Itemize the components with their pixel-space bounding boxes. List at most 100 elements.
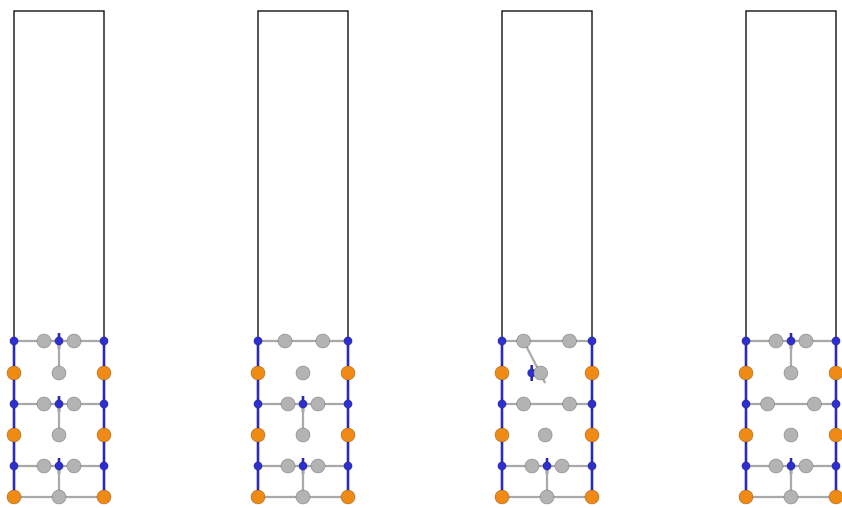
gray-atom <box>562 396 577 412</box>
bonds <box>744 333 838 499</box>
atoms <box>250 333 356 505</box>
blue-atom <box>253 461 263 471</box>
blue-atom <box>831 461 841 471</box>
gray-atom <box>768 458 784 474</box>
blue-atom <box>54 399 64 409</box>
orange-atom <box>584 365 600 381</box>
gray-atom <box>539 489 555 505</box>
slab-panel-4 <box>738 10 842 505</box>
orange-atom <box>250 427 266 443</box>
orange-atom <box>340 427 356 443</box>
blue-atom <box>9 399 19 409</box>
atoms <box>494 333 600 505</box>
gray-atom <box>295 489 311 505</box>
gray-atom <box>310 458 326 474</box>
atoms <box>6 333 112 505</box>
gray-atom <box>280 458 296 474</box>
blue-atom <box>99 336 109 346</box>
gray-atom <box>537 427 553 443</box>
orange-atom <box>250 365 266 381</box>
blue-atom <box>298 399 308 409</box>
gray-atom <box>798 458 814 474</box>
orange-atom <box>584 489 600 505</box>
blue-atom <box>99 399 109 409</box>
blue-atom <box>587 461 597 471</box>
gray-atom <box>66 458 82 474</box>
gray-atom <box>51 427 67 443</box>
gray-atom <box>554 458 570 474</box>
orange-atom <box>340 489 356 505</box>
orange-atom <box>6 427 22 443</box>
blue-atom <box>9 461 19 471</box>
gray-atom <box>524 458 540 474</box>
gray-atom <box>66 333 82 349</box>
orange-atom <box>584 427 600 443</box>
gray-atom <box>807 396 822 412</box>
orange-atom <box>6 489 22 505</box>
gray-atom <box>760 396 775 412</box>
unit-cell-outline <box>501 10 593 498</box>
unit-cell-outline <box>745 10 837 498</box>
orange-atom <box>6 365 22 381</box>
blue-atom <box>497 336 507 346</box>
gray-atom <box>36 333 52 349</box>
gray-atom <box>516 396 531 412</box>
orange-atom <box>250 489 266 505</box>
gray-atom <box>783 365 799 381</box>
gray-atom <box>315 333 331 349</box>
gray-atom <box>295 365 311 381</box>
bonds <box>500 339 594 499</box>
gray-atom <box>51 489 67 505</box>
blue-atom <box>786 336 796 346</box>
blue-atom <box>831 399 841 409</box>
gray-atom <box>768 333 784 349</box>
orange-atom <box>828 427 842 443</box>
bonds <box>12 333 106 499</box>
blue-atom <box>741 336 751 346</box>
orange-atom <box>96 365 112 381</box>
bonds <box>256 339 350 499</box>
blue-atom <box>587 336 597 346</box>
blue-atom <box>497 399 507 409</box>
blue-atom <box>343 461 353 471</box>
gray-atom <box>562 333 577 349</box>
orange-atom <box>96 427 112 443</box>
blue-atom <box>786 461 796 471</box>
gray-atom <box>277 333 293 349</box>
blue-atom <box>253 399 263 409</box>
orange-atom <box>494 427 510 443</box>
blue-atom <box>741 461 751 471</box>
gray-atom <box>310 396 326 412</box>
blue-atom <box>9 336 19 346</box>
orange-atom <box>494 365 510 381</box>
orange-atom <box>828 489 842 505</box>
gray-atom <box>36 458 52 474</box>
gray-atom <box>783 427 799 443</box>
gray-atom <box>798 333 814 349</box>
orange-atom <box>738 489 754 505</box>
slab-panel-1 <box>6 10 112 505</box>
gray-atom <box>51 365 67 381</box>
blue-atom <box>587 399 597 409</box>
blue-atom <box>831 336 841 346</box>
blue-atom <box>542 461 552 471</box>
slab-panel-2 <box>250 10 356 505</box>
blue-atom <box>54 336 64 346</box>
gray-atom <box>783 489 799 505</box>
orange-atom <box>828 365 842 381</box>
gray-atom <box>66 396 82 412</box>
orange-atom <box>340 365 356 381</box>
blue-atom <box>253 336 263 346</box>
gray-atom <box>533 365 549 381</box>
blue-atom <box>741 399 751 409</box>
atoms <box>738 333 842 505</box>
orange-atom <box>738 365 754 381</box>
gray-atom <box>295 427 311 443</box>
orange-atom <box>494 489 510 505</box>
blue-atom <box>343 399 353 409</box>
gray-atom <box>280 396 296 412</box>
blue-atom <box>343 336 353 346</box>
blue-atom <box>54 461 64 471</box>
gray-atom <box>36 396 52 412</box>
